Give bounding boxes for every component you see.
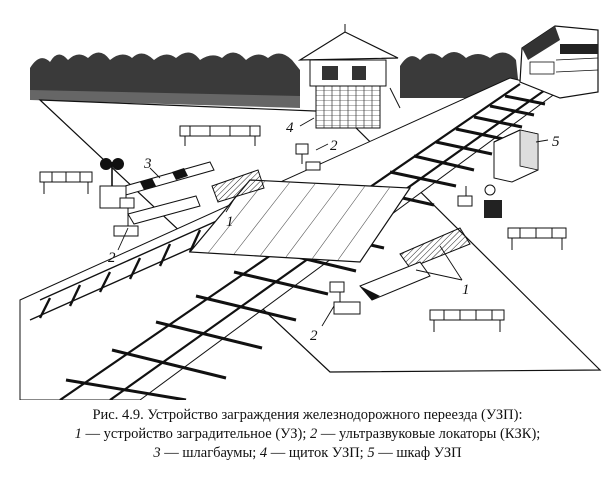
caption-item-4-num: 4 (259, 445, 268, 461)
callout-1b: 1 (462, 282, 470, 298)
caption-item-2-text: — ультразвуковые локаторы (КЗК); (317, 426, 541, 442)
figure-caption: Рис. 4.9. Устройство заграждения железно… (0, 406, 615, 463)
leader-lines (117, 117, 549, 327)
callout-2b: 2 (108, 250, 116, 266)
crossing-deck (188, 179, 412, 263)
barrier-devices (127, 169, 471, 301)
caption-item-1-num: 1 (74, 426, 82, 442)
locomotive (519, 25, 599, 99)
caption-item-5-num: 5 (367, 445, 375, 461)
callout-1a: 1 (226, 214, 234, 230)
caption-line-3: 3 — шлагбаумы; 4 — щиток УЗП; 5 — шкаф У… (0, 444, 615, 463)
callout-4: 4 (286, 120, 294, 136)
caption-item-2-num: 2 (309, 426, 318, 442)
caption-line-2: 1 — устройство заградительное (УЗ); 2 — … (0, 425, 615, 444)
signal-booth (297, 24, 401, 129)
caption-item-4-text: — щиток УЗП; (267, 445, 368, 461)
caption-item-1-text: — устройство заградительное (УЗ); (81, 426, 310, 442)
forest-background (30, 52, 520, 108)
crossing-illustration: 1 1 2 2 2 3 4 5 (19, 24, 602, 400)
caption-title: Рис. 4.9. Устройство заграждения железно… (92, 407, 523, 423)
callout-2c: 2 (310, 328, 318, 344)
callout-2a: 2 (330, 138, 338, 154)
callout-3: 3 (143, 156, 152, 172)
caption-item-5-text: — шкаф УЗП (374, 445, 462, 461)
crossing-drawing: 1 1 2 2 2 3 4 5 (19, 24, 602, 400)
caption-item-3-text: — шлагбаумы; (160, 445, 260, 461)
caption-item-3-num: 3 (153, 445, 161, 461)
ultrasonic-locators (113, 143, 473, 315)
control-cabinet (484, 129, 539, 218)
road-fences (39, 125, 567, 332)
callout-5: 5 (552, 134, 560, 150)
